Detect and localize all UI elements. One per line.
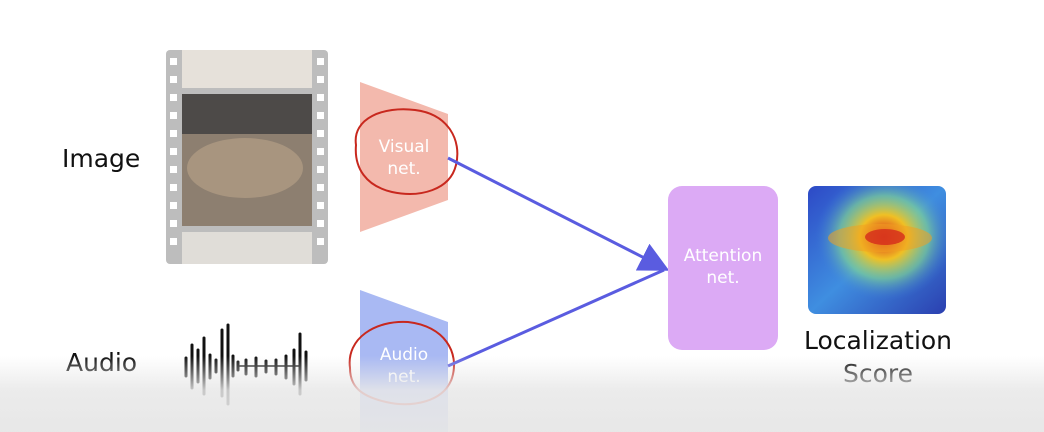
localization-heatmap [808,186,946,314]
attention-net-block [668,186,778,350]
film-strip-image [166,50,328,264]
audio-input-label: Audio [66,348,138,377]
image-input-label: Image [62,144,141,173]
visual-annotation-circle [354,108,459,195]
visual-net-block [360,82,448,232]
audio-to-attention-arrow [447,268,665,368]
visual-to-attention-arrow [447,156,670,271]
audio-waveform [184,323,308,406]
